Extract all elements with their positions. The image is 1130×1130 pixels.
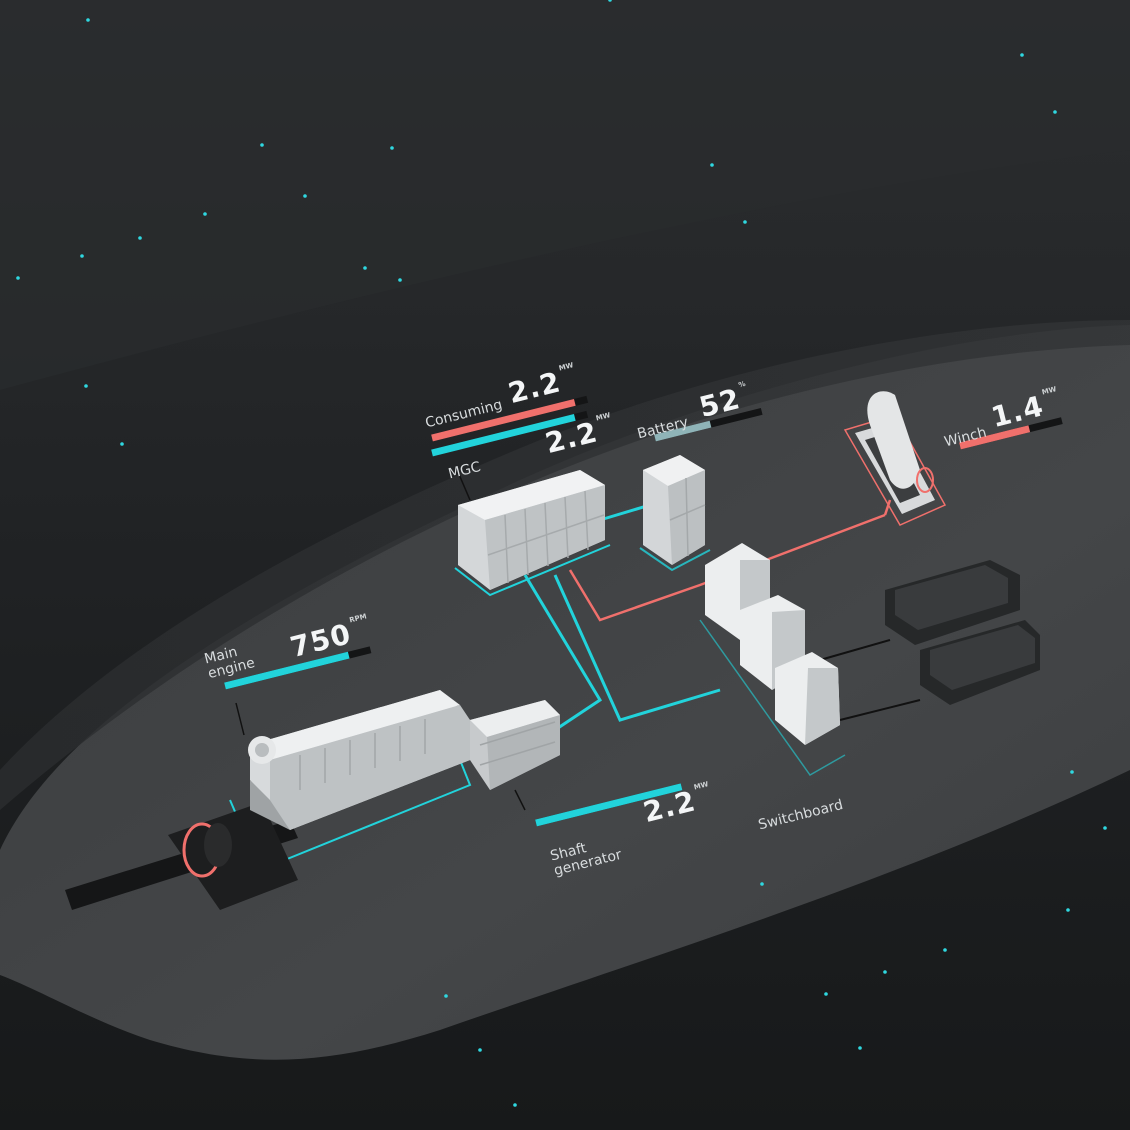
star <box>743 220 747 224</box>
star <box>86 18 90 22</box>
gen-link-1 <box>819 639 891 661</box>
switchboard-cabinets <box>699 543 846 776</box>
battery-bar-fill <box>654 420 712 442</box>
star <box>824 992 828 996</box>
star <box>1020 53 1024 57</box>
main-engine-bar-fill <box>224 651 350 690</box>
star <box>883 970 887 974</box>
shaft-generator-bar-fill <box>535 783 683 827</box>
battery-pack <box>639 455 711 572</box>
star <box>120 442 124 446</box>
upper-shadow-band <box>0 0 1130 390</box>
propeller-shaft <box>65 802 298 910</box>
star <box>608 0 612 2</box>
consuming-bar-fill <box>431 398 576 442</box>
winch-riser-line <box>883 499 892 516</box>
winch-bar-fill <box>959 425 1031 450</box>
star <box>444 994 448 998</box>
star <box>390 146 394 150</box>
star <box>710 163 714 167</box>
star <box>303 194 307 198</box>
battery-link-line <box>599 503 651 522</box>
star <box>478 1048 482 1052</box>
star <box>203 212 207 216</box>
star <box>1103 826 1107 830</box>
gen-link-2 <box>839 699 921 721</box>
mgc-cabinet <box>454 470 611 597</box>
mgc-bar-fill <box>431 413 576 457</box>
star <box>138 236 142 240</box>
star <box>363 266 367 270</box>
star <box>260 143 264 147</box>
star <box>858 1046 862 1050</box>
star <box>513 1103 517 1107</box>
star <box>1070 770 1074 774</box>
star <box>1066 908 1070 912</box>
winch-unit <box>843 391 947 526</box>
star <box>80 254 84 258</box>
leader-lines <box>235 471 526 811</box>
winch-line <box>568 513 886 622</box>
shaft-generator-unit <box>470 700 560 790</box>
star <box>943 948 947 952</box>
metric-bars <box>224 395 1063 827</box>
star-field <box>16 0 1107 1107</box>
star <box>1053 110 1057 114</box>
star <box>84 384 88 388</box>
mgc-to-switchboard-line <box>553 574 721 722</box>
star <box>760 882 764 886</box>
main-engine <box>248 690 470 830</box>
star <box>398 278 402 282</box>
generator-sets <box>885 560 1040 705</box>
star <box>16 276 20 280</box>
